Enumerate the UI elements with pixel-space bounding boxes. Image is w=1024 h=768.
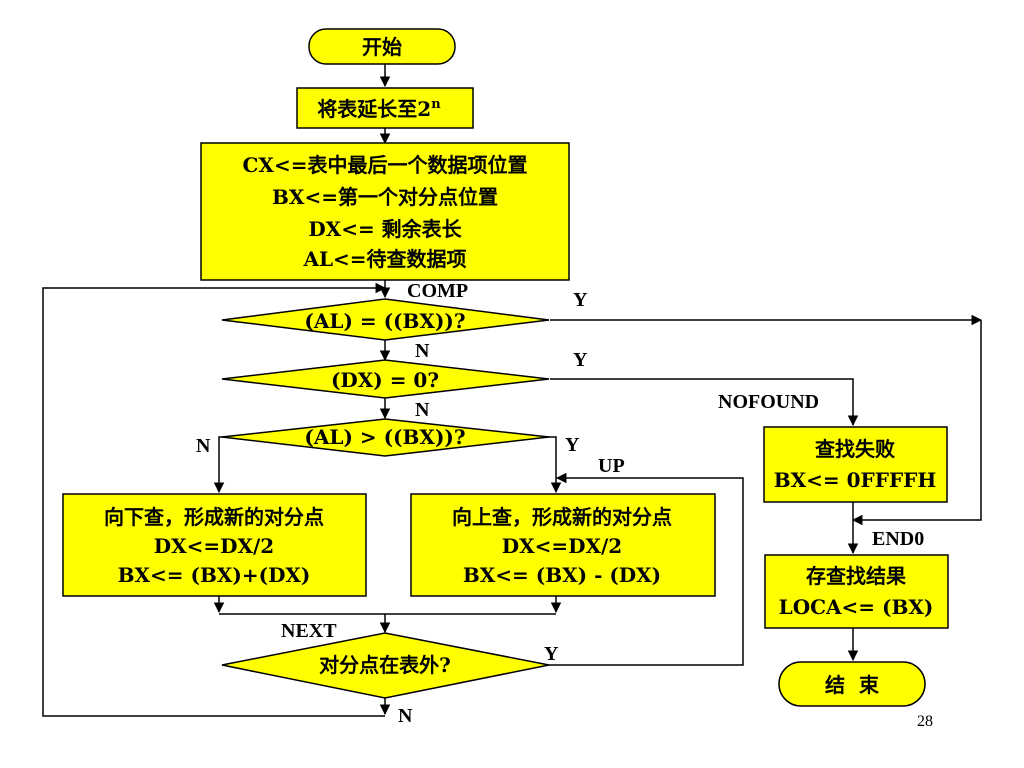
edge-d3-yes [547,436,562,494]
decision-al-greater-bx [221,418,550,457]
label-d4-yes: Y [544,643,559,665]
label-d2-no: N [415,399,430,421]
edge-d4-yes [547,472,744,666]
edge-right-end0 [851,320,982,526]
search-down-box [62,493,367,597]
init-line-2: BX<=第一个对分点位置 [272,185,498,209]
store-result-line-2: LOCA<= (BX) [779,595,934,619]
init-line-4: AL<=待查数据项 [302,247,466,271]
label-d2-yes: Y [573,349,588,371]
decision-al-greater-bx-label: (AL) > ((BX))? [304,425,465,449]
label-d3-no: N [196,435,211,457]
not-found-line-2: BX<= 0FFFFH [774,468,937,492]
decision-al-equals-bx [221,298,550,341]
search-down-line-3: BX<= (BX)+(DX) [118,563,311,587]
label-d4-no: N [398,705,413,727]
store-result-line-1: 存查找结果 [806,564,906,588]
search-up-line-1: 向上查，形成新的对分点 [452,505,672,529]
decision-dx-zero [221,359,550,399]
end-label: 结 束 [825,673,880,697]
search-up-line-3: BX<= (BX) - (DX) [463,563,661,587]
start-label: 开始 [362,35,402,59]
start-terminal [308,28,456,65]
search-up-box [410,493,716,597]
search-down-line-1: 向下查，形成新的对分点 [104,505,324,529]
not-found-box [763,426,948,503]
init-line-3: DX<= 剩余表长 [308,217,462,241]
label-up: UP [598,455,625,477]
decision-dx-zero-label: (DX) = 0? [331,368,439,392]
label-next: NEXT [281,620,337,642]
label-comp: COMP [407,280,468,302]
label-nofound: NOFOUND [718,391,819,413]
label-d1-yes: Y [573,289,588,311]
store-result-box [764,554,949,629]
init-line-1: CX<=表中最后一个数据项位置 [243,153,528,177]
not-found-line-1: 查找失败 [815,437,895,461]
extend-label: 将表延长至2n [317,97,441,121]
decision-al-equals-bx-label: (AL) = ((BX))? [304,309,465,333]
decision-out-of-table-label: 对分点在表外? [319,653,451,677]
extend-table-box [296,87,474,129]
page-number: 28 [917,713,933,730]
decision-out-of-table [221,632,550,699]
label-d3-yes: Y [565,434,580,456]
search-down-line-2: DX<=DX/2 [154,534,274,558]
label-d1-no: N [415,340,430,362]
edge-d2-yes [550,378,859,427]
init-box [200,142,570,281]
end-terminal [778,661,926,707]
edge-d3-no [213,436,225,494]
search-up-line-2: DX<=DX/2 [502,534,622,558]
edge-loop-comp [42,282,387,717]
label-end0: END0 [872,528,924,550]
